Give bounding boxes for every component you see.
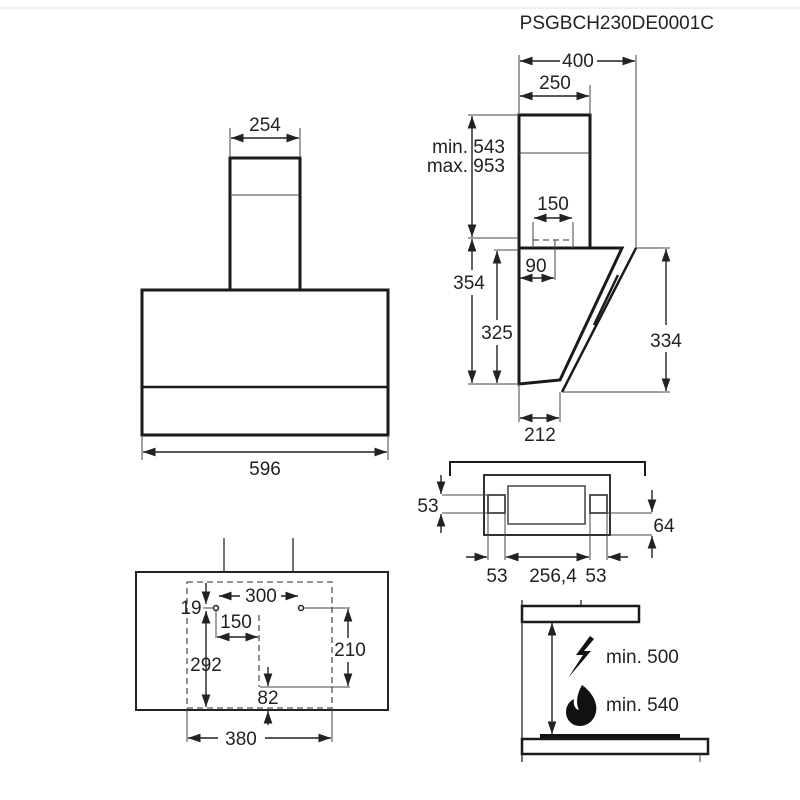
chimney-depth-label: 250 [539, 73, 571, 94]
mount-300-label: 300 [245, 586, 277, 607]
chimney-height-min-label: min. 543 [432, 137, 505, 158]
outlet-width-label: 150 [537, 194, 569, 215]
drawing-code: PSGBCH230DE0001C [520, 13, 714, 34]
total-depth-label: 400 [562, 51, 594, 72]
flame-icon [566, 685, 597, 726]
mount-82-label: 82 [257, 688, 278, 709]
mount-292-label: 292 [190, 655, 222, 676]
top-height-right-label: 64 [653, 516, 675, 537]
body-height-label: 354 [453, 273, 485, 294]
mounting-view: 19 300 150 292 210 82 380 [135, 538, 389, 750]
top-bottom-right-label: 53 [585, 566, 606, 587]
electric-clearance-label: min. 500 [606, 647, 679, 668]
top-bottom-left-label: 53 [486, 566, 507, 587]
top-view: 53 64 53 256,4 53 [417, 461, 675, 587]
bottom-depth-label: 212 [524, 425, 556, 446]
outlet-offset-label: 90 [525, 256, 546, 277]
mount-19-label: 19 [180, 598, 201, 619]
side-view: 400 250 min. 543 max. 953 150 90 354 325… [427, 51, 682, 446]
top-bottom-center-label: 256,4 [529, 566, 577, 587]
glass-height-label: 334 [650, 331, 682, 352]
mount-380-label: 380 [225, 729, 257, 750]
top-offset-left-label: 53 [417, 496, 438, 517]
clearance-view: min. 500 min. 540 [520, 600, 710, 762]
lightning-icon [568, 636, 594, 678]
mount-150-label: 150 [220, 612, 252, 633]
inner-height-label: 325 [481, 323, 513, 344]
chimney-width-label: 254 [249, 115, 281, 136]
front-view: 254 596 [140, 115, 390, 480]
chimney-height-max-label: max. 953 [427, 156, 505, 177]
gas-clearance-label: min. 540 [606, 695, 679, 716]
mount-210-label: 210 [334, 640, 366, 661]
total-width-label: 596 [249, 459, 281, 480]
